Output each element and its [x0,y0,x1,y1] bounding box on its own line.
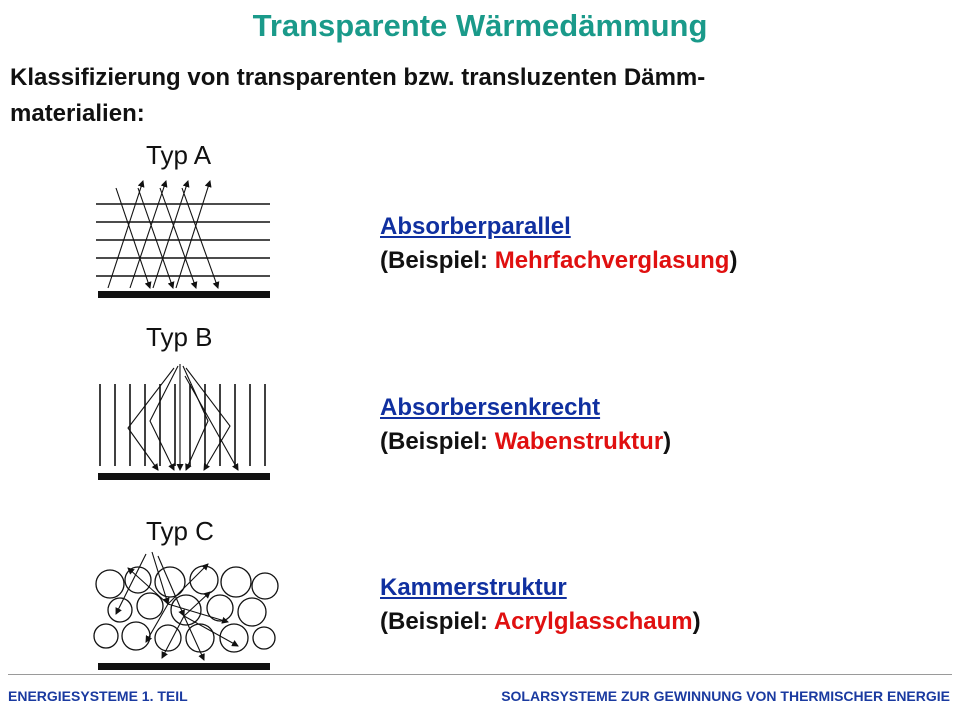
figure-label-typ-c: Typ C [146,516,214,546]
typ-a-absorber [98,291,270,298]
type-a-example-prefix: (Beispiel: [380,247,495,274]
typ-c-chambers [93,565,279,653]
type-c-heading[interactable]: Kammerstruktur [380,574,567,601]
footer-right: SOLARSYSTEME ZUR GEWINNUNG VON THERMISCH… [501,688,950,704]
subtitle-line-2: materialien: [10,100,145,127]
typ-b-honeycomb-walls [99,384,266,466]
type-a-example-line: (Beispiel: Mehrfachverglasung) [380,244,737,278]
typ-b-absorber [98,473,270,480]
type-a-example: Mehrfachverglasung [494,247,730,274]
type-b-example: Wabenstruktur [494,428,664,455]
subtitle-line-1: Klassifizierung von transparenten bzw. t… [10,64,706,91]
typ-b-rays [127,364,239,471]
figure-label-typ-a: Typ A [146,140,212,170]
classification-figure: Typ A Typ B [88,136,288,684]
type-b-example-prefix: (Beispiel: [380,428,495,455]
type-a-description: Absorberparallel (Beispiel: Mehrfachverg… [380,210,737,278]
typ-c-rays [115,551,239,661]
type-c-example-suffix: ) [692,608,701,635]
type-b-heading[interactable]: Absorbersenkrecht [380,394,601,421]
footer-divider [8,674,952,675]
type-b-example-suffix: ) [663,428,672,455]
figure-label-typ-b: Typ B [146,322,212,352]
typ-a-glazing-layers [96,203,270,277]
type-b-description: Absorbersenkrecht (Beispiel: Wabenstrukt… [380,391,671,459]
type-c-description: Kammerstruktur (Beispiel: Acrylglasschau… [380,571,701,639]
footer-left: ENERGIESYSTEME 1. TEIL [8,688,188,704]
type-a-example-suffix: ) [729,247,738,274]
type-c-example-line: (Beispiel: Acrylglasschaum) [380,605,701,639]
type-b-example-line: (Beispiel: Wabenstruktur) [380,425,671,459]
typ-c-absorber [98,663,270,670]
classification-diagram: Typ A Typ B [93,140,279,670]
type-a-heading[interactable]: Absorberparallel [380,213,571,240]
page-title: Transparente Wärmedämmung [252,8,708,43]
type-c-example-prefix: (Beispiel: [380,608,494,635]
subtitle: Klassifizierung von transparenten bzw. t… [10,60,955,132]
typ-a-rays [107,180,220,289]
type-c-example: Acrylglasschaum [493,608,693,635]
